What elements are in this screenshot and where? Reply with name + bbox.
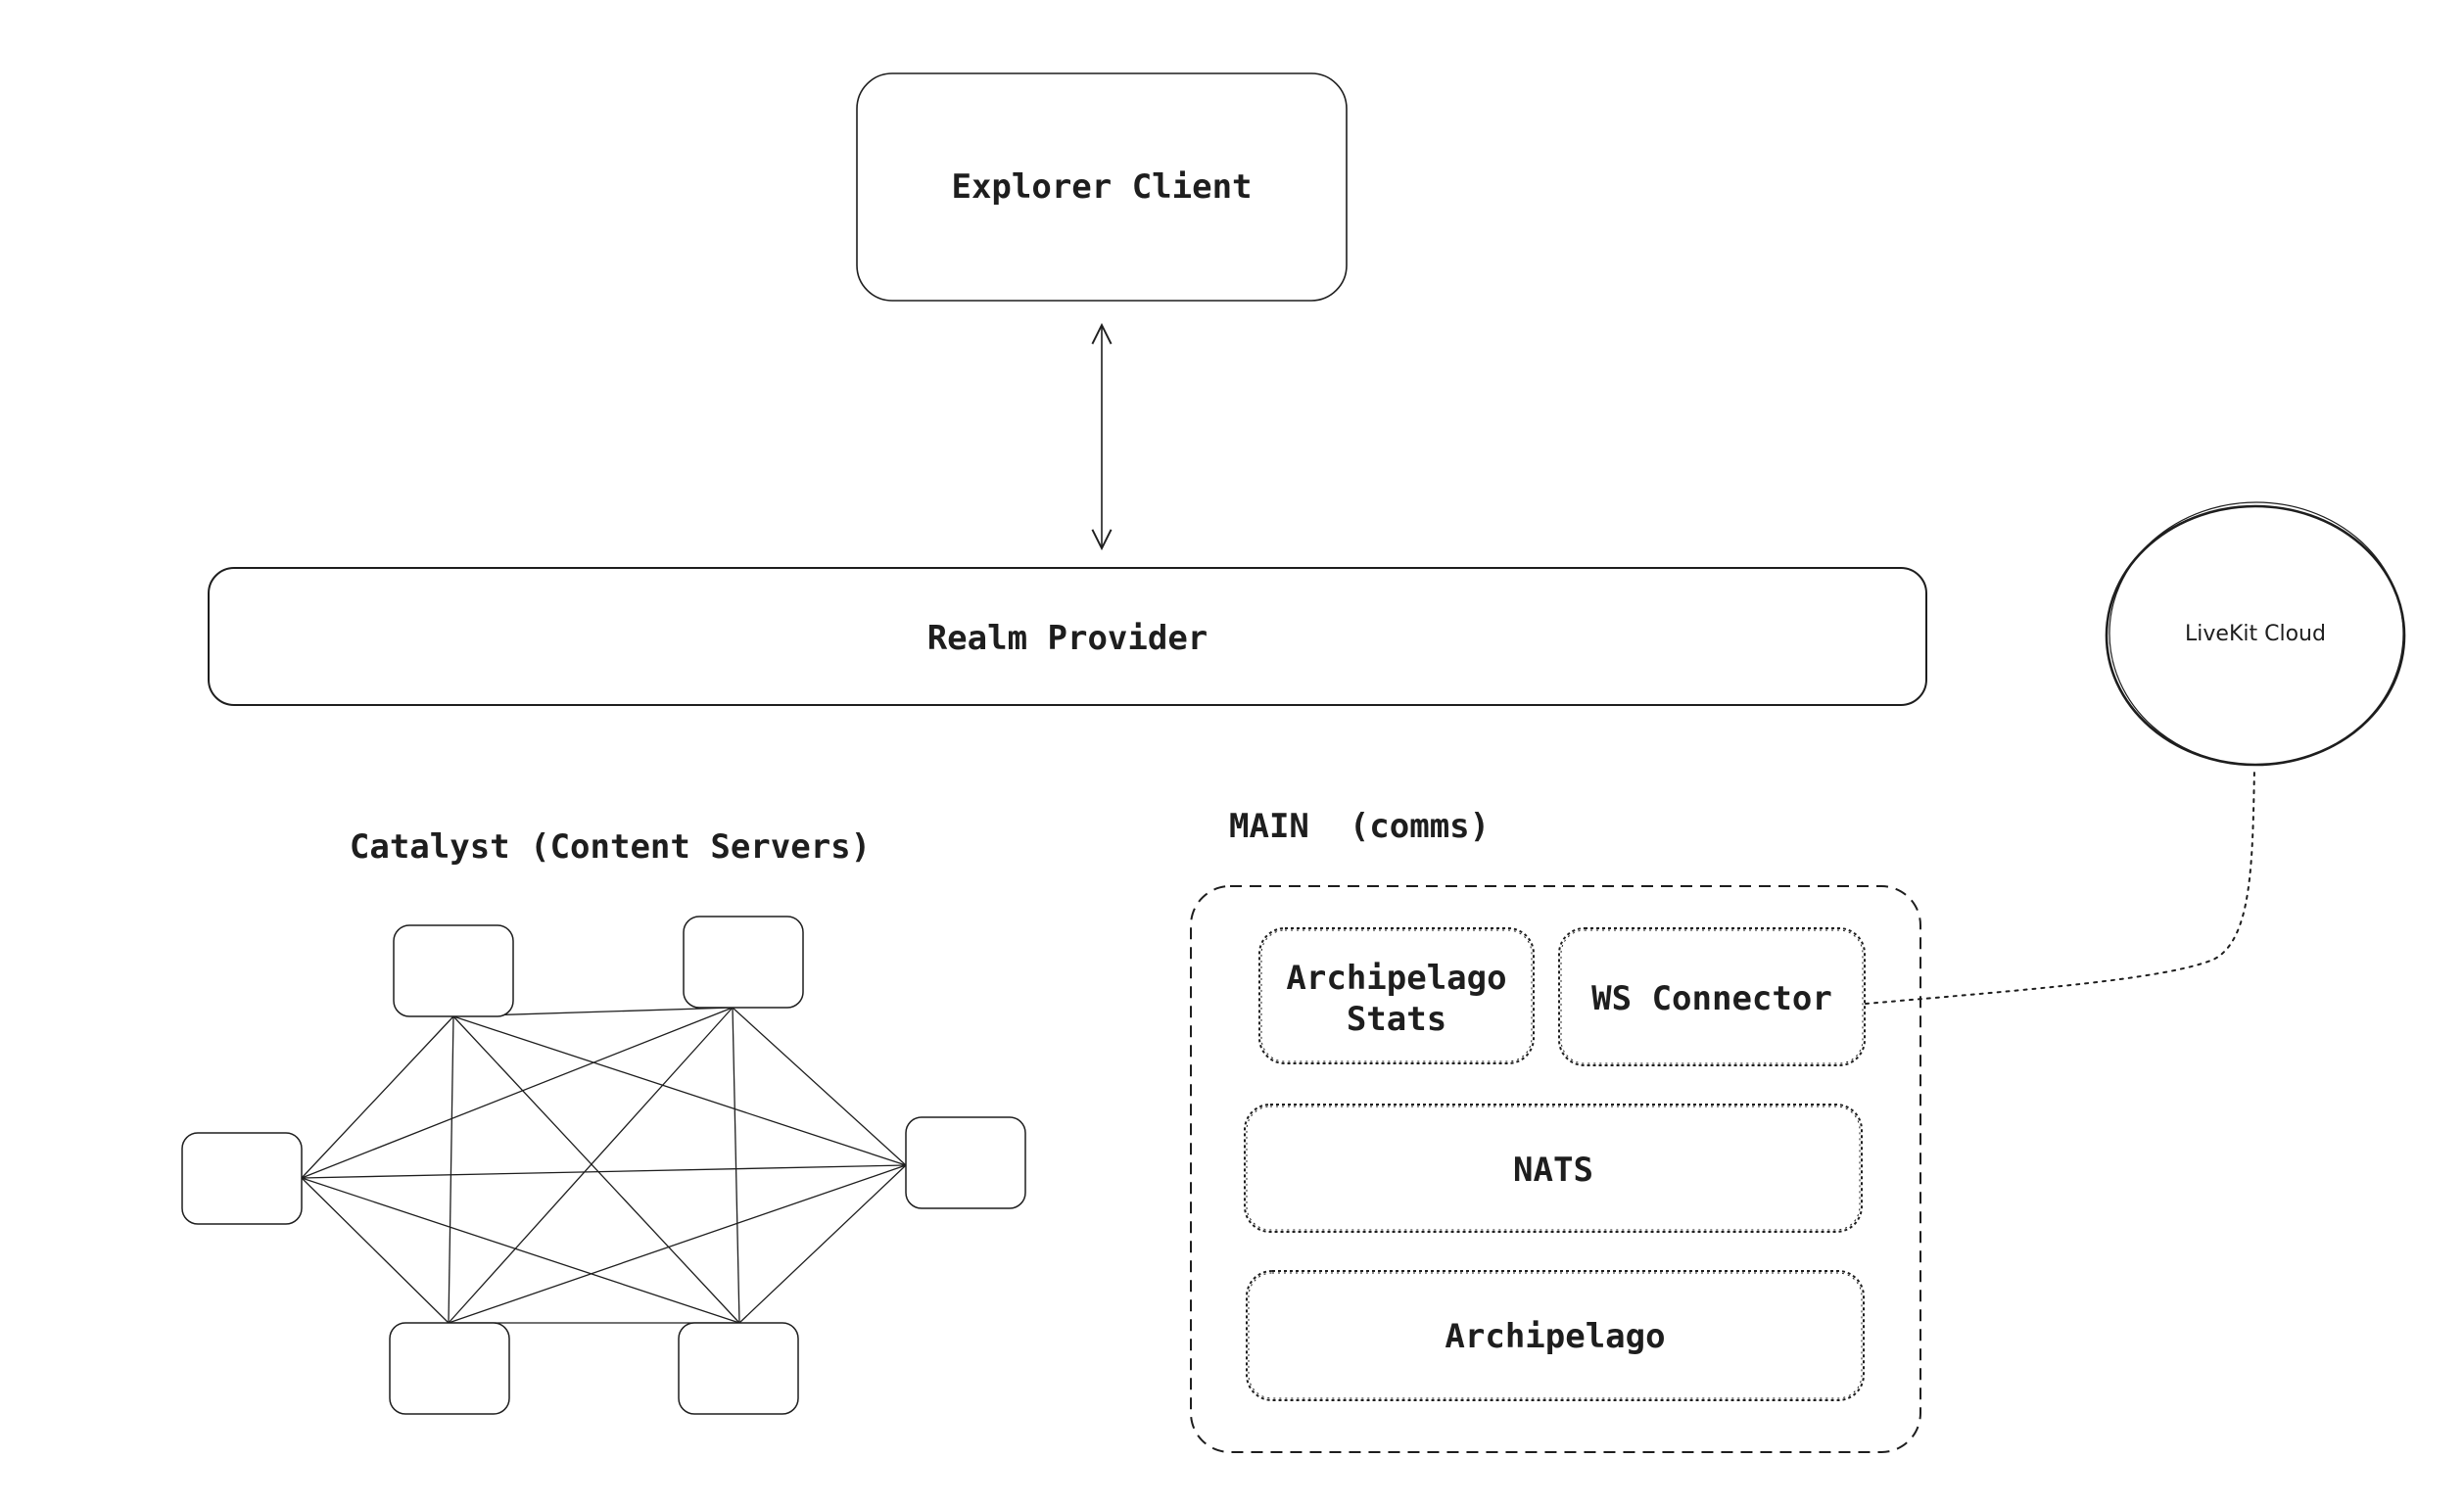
ws-livekit-connector [1865,768,2255,1005]
catalyst-mesh-link [448,1007,734,1324]
catalyst-mesh-links [301,1007,907,1324]
archipelago-node: Archipelago [1246,1270,1865,1401]
livekit-cloud-node: LiveKit Cloud [2105,501,2406,767]
realm-provider-node: Realm Provider [208,567,1927,706]
catalyst-title: Catalyst (Content Servers) [350,827,871,867]
nats-label: NATS [1513,1151,1593,1190]
main-comms-container: Archipelago Stats WS Connector NATS Arch… [1190,885,1921,1453]
catalyst-mesh-link [448,1015,454,1324]
catalyst-mesh-link [301,1177,740,1324]
nats-node: NATS [1244,1104,1863,1233]
catalyst-mesh-link [301,1164,907,1179]
catalyst-mesh-link [732,1007,907,1166]
catalyst-mesh-link [452,1015,740,1324]
ws-connector-label: WS Connector [1591,979,1832,1018]
catalyst-server-bottom-right [678,1322,799,1415]
catalyst-mesh-link [452,1015,907,1166]
archipelago-stats-label-line2: Stats [1347,1000,1446,1039]
realm-provider-label: Realm Provider [927,619,1208,658]
catalyst-server-top-right [683,916,804,1009]
catalyst-mesh-link [732,1007,740,1324]
ws-connector-node: WS Connector [1558,927,1866,1066]
catalyst-server-left [181,1132,303,1225]
catalyst-mesh-link [738,1164,907,1324]
catalyst-mesh-link [301,1015,454,1179]
catalyst-mesh-link [301,1007,734,1179]
explorer-client-label: Explorer Client [951,167,1252,207]
catalyst-mesh-link [448,1164,907,1324]
archipelago-stats-node: Archipelago Stats [1258,927,1535,1064]
archipelago-label: Archipelago [1445,1317,1665,1356]
catalyst-server-right [905,1116,1026,1209]
catalyst-server-bottom-left [389,1322,510,1415]
catalyst-server-top-left [393,924,514,1017]
catalyst-mesh [181,916,1026,1415]
explorer-client-node: Explorer Client [856,72,1348,302]
main-comms-title: MAIN (comms) [1229,807,1490,846]
catalyst-mesh-link [301,1177,450,1324]
archipelago-stats-label-line1: Archipelago [1286,959,1506,998]
livekit-cloud-label: LiveKit Cloud [2185,622,2326,646]
